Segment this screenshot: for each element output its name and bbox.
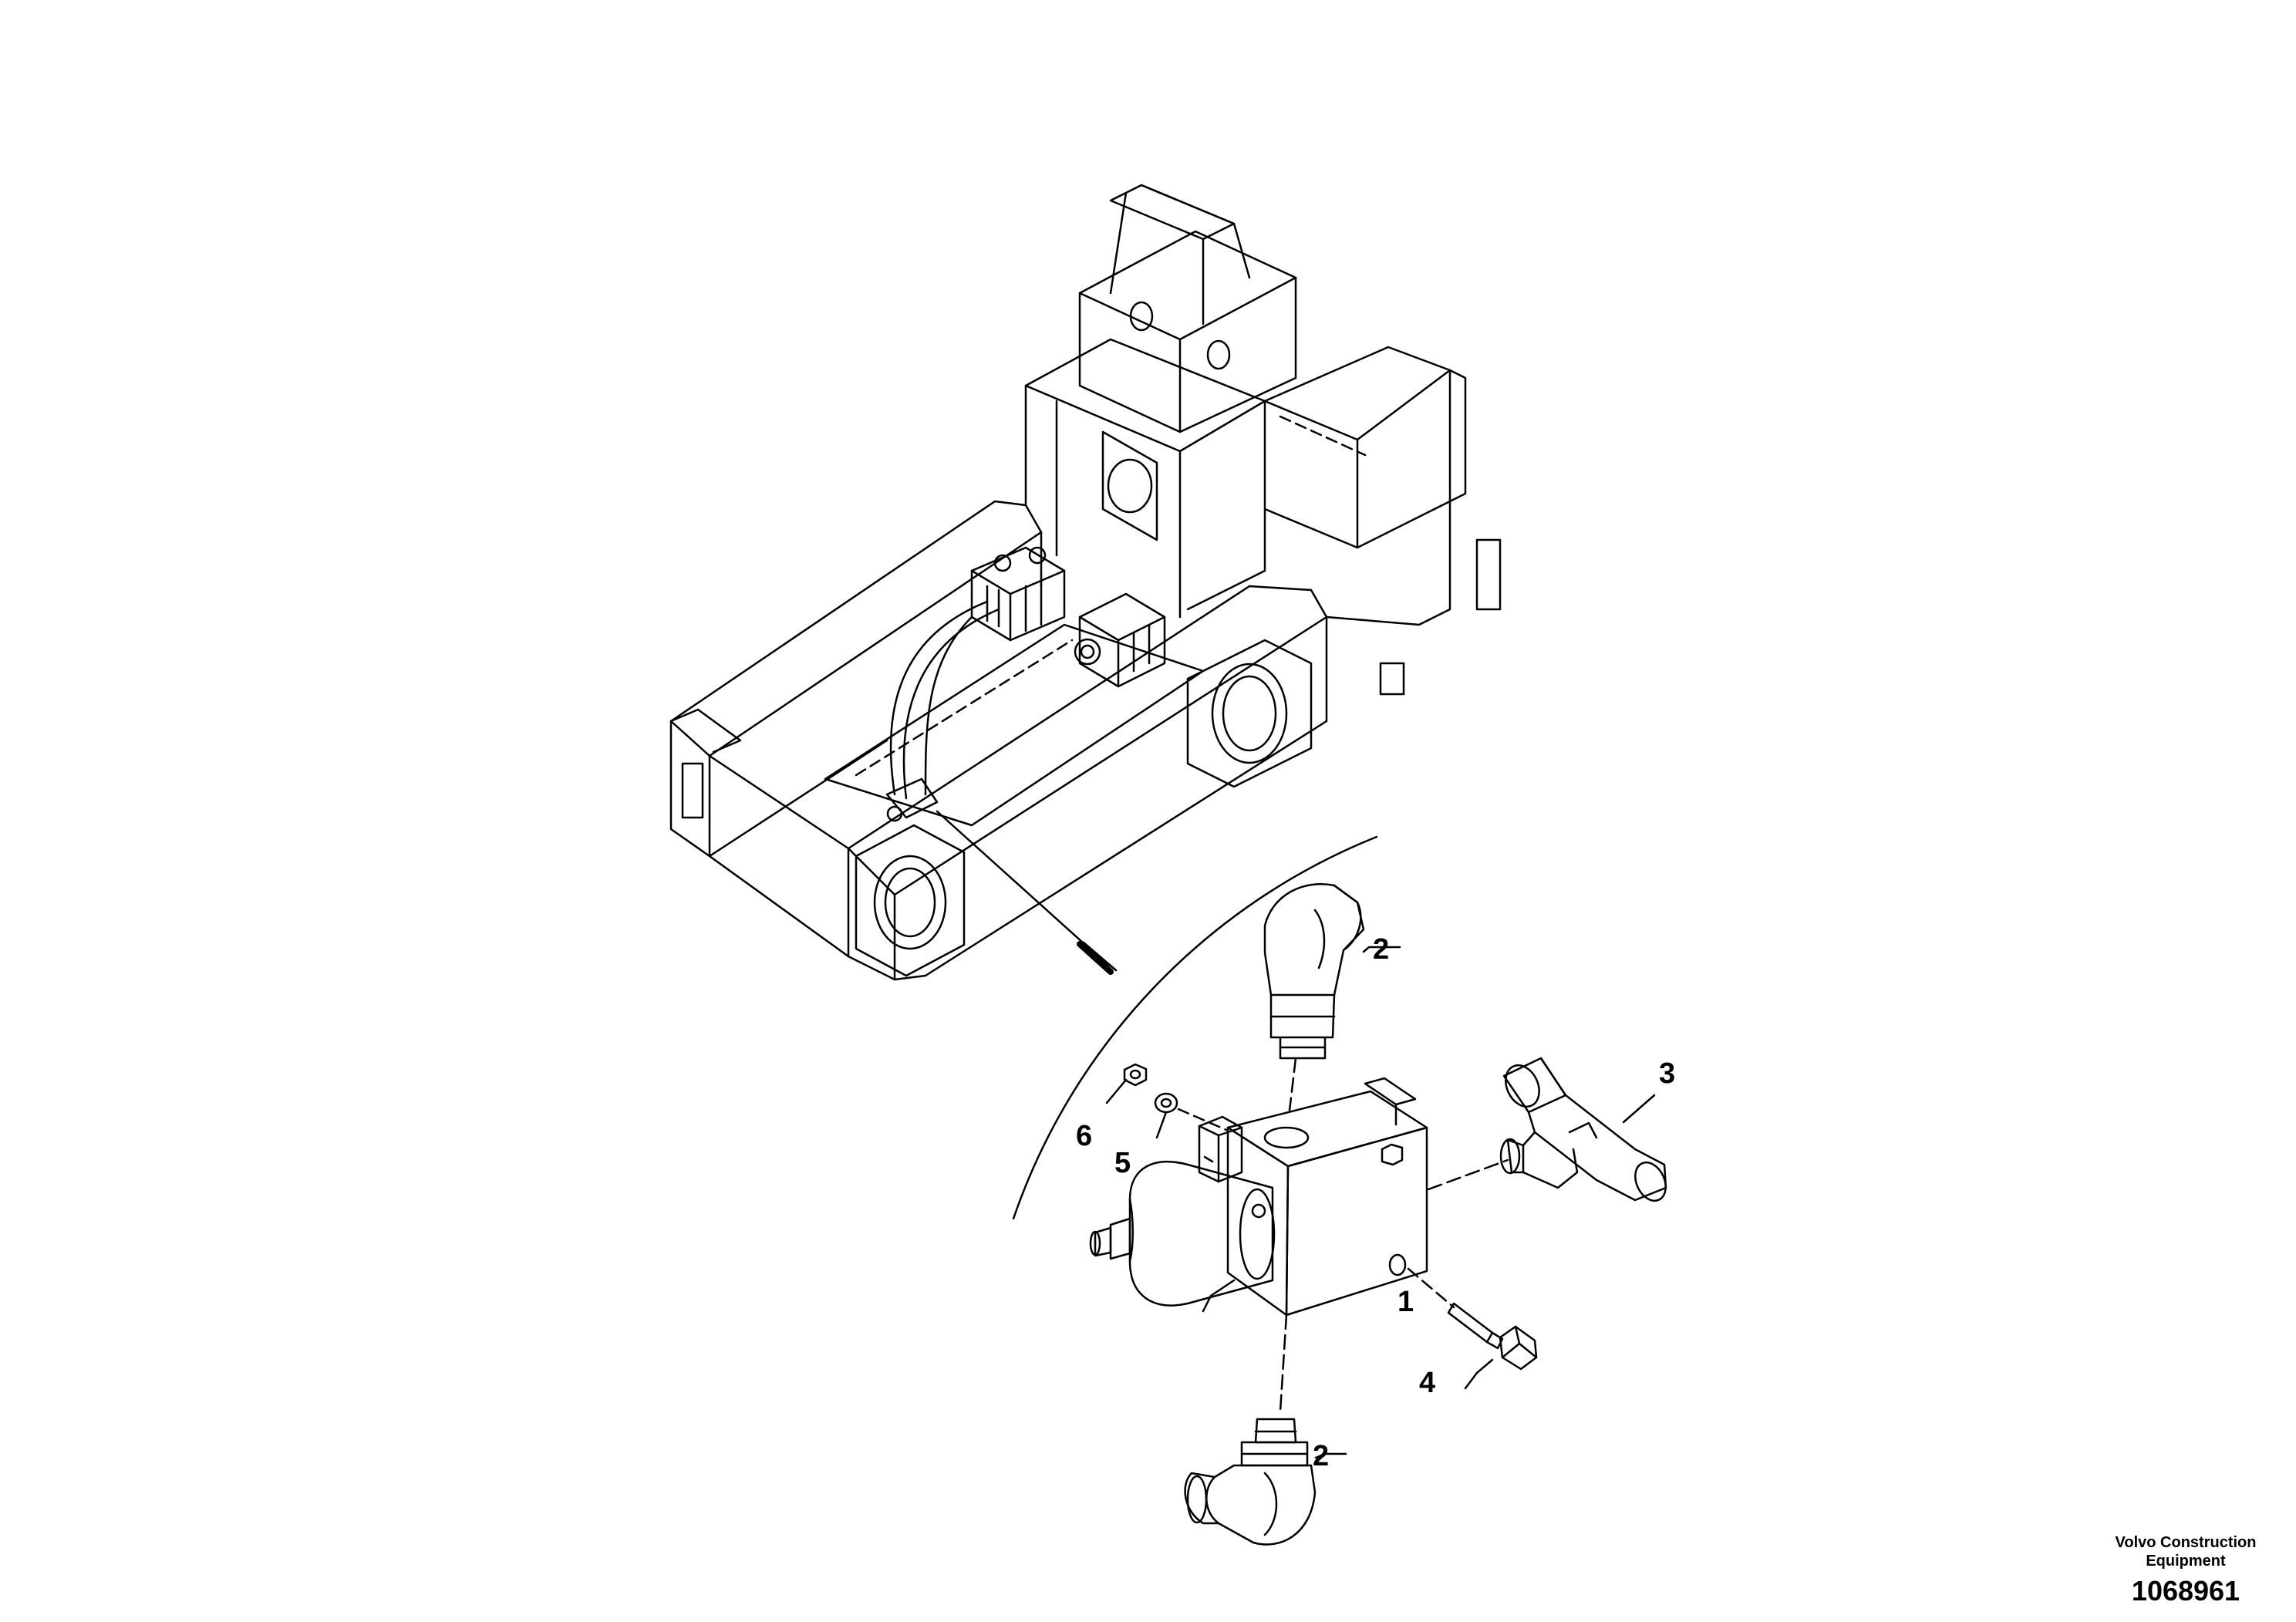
callout-5: 5 <box>1114 1147 1131 1179</box>
callout-2-top: 2 <box>1373 933 1389 966</box>
callout-3: 3 <box>1659 1057 1675 1090</box>
callout-1: 1 <box>1397 1286 1414 1318</box>
callout-6: 6 <box>1076 1120 1092 1152</box>
drawing-number: 1068961 <box>2131 1575 2240 1607</box>
tee-fitting <box>1499 1057 1667 1202</box>
detail-boundary-arc <box>1012 835 1378 1220</box>
elbow-fitting-bottom <box>1184 1418 1317 1546</box>
bolt <box>1407 1267 1538 1371</box>
callout-4: 4 <box>1419 1367 1435 1399</box>
detail-leader <box>936 810 1108 966</box>
machine-frame <box>669 184 1502 981</box>
solenoid-valve-block <box>1089 1077 1428 1413</box>
callout-leaders <box>1105 946 1656 1459</box>
company-caption: Volvo Construction Equipment <box>2097 1533 2274 1570</box>
callout-2-bottom: 2 <box>1313 1440 1329 1472</box>
detail-view <box>936 810 1378 1220</box>
company-line-1: Volvo Construction <box>2115 1534 2257 1551</box>
elbow-fitting-top <box>1263 883 1365 1112</box>
company-line-2: Equipment <box>2146 1553 2226 1570</box>
tee-axis-line <box>1427 1158 1509 1191</box>
nut <box>1123 1063 1148 1087</box>
